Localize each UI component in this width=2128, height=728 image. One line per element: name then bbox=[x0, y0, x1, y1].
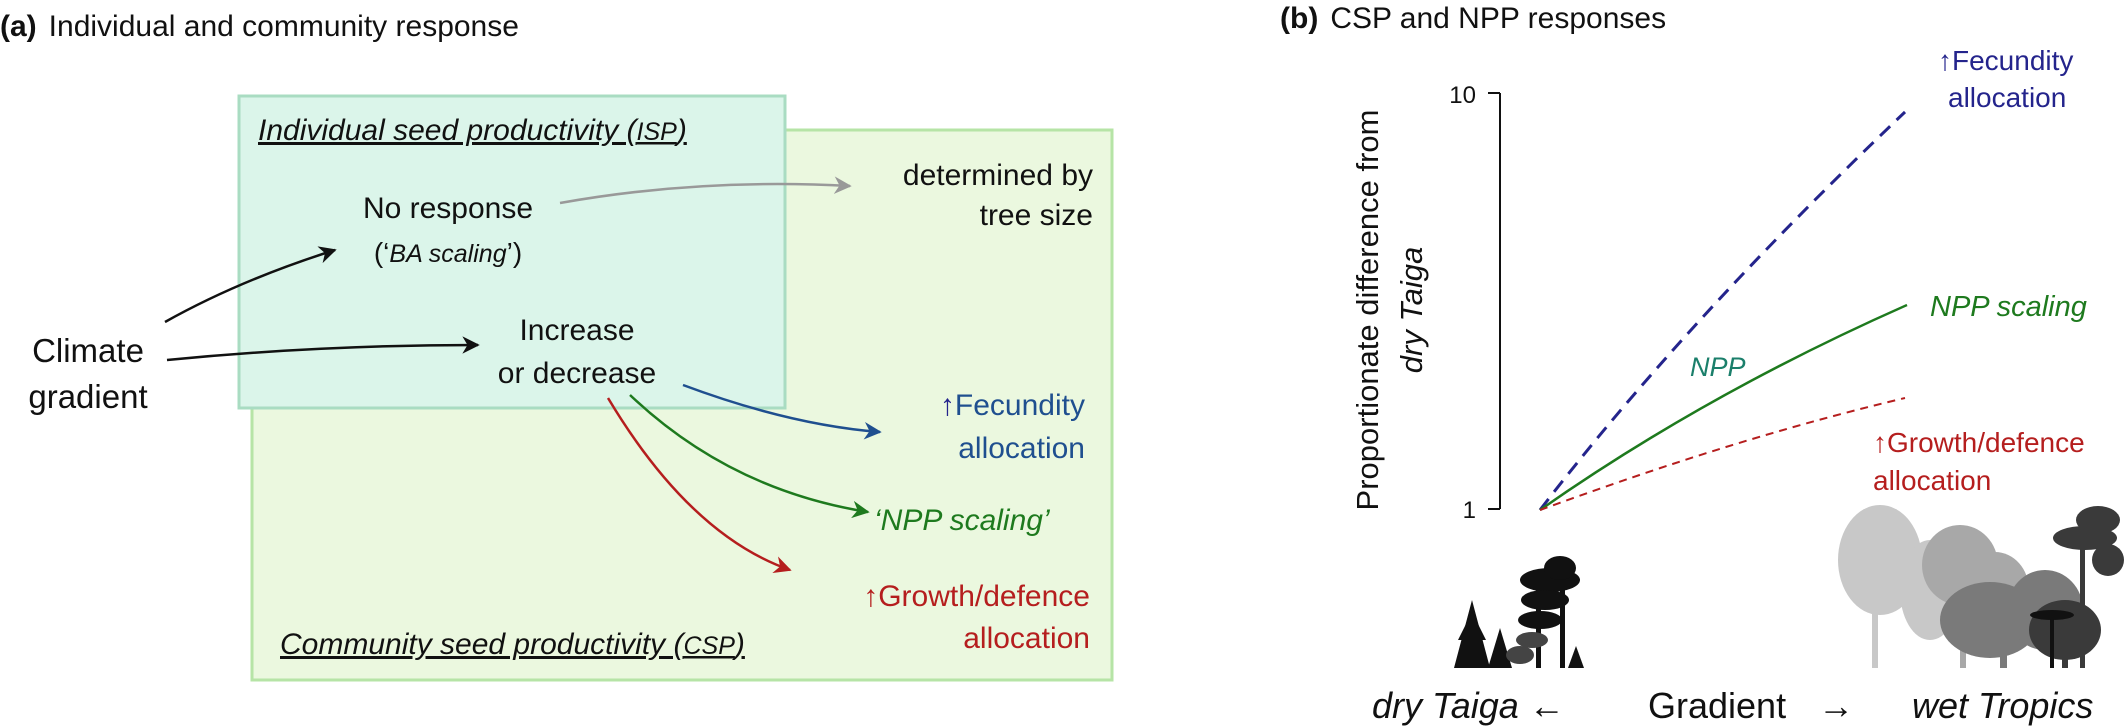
b-fecundity-label-line2: allocation bbox=[1948, 82, 2066, 113]
growth-label-line1: ↑Growth/defence bbox=[863, 580, 1090, 613]
arrow-climate-to-no-response bbox=[164, 246, 337, 324]
panel-a-title: (a)Individual and community response bbox=[0, 10, 519, 43]
x-arrow: → bbox=[1818, 685, 1854, 726]
b-npp-curve-label: NPP bbox=[1690, 352, 1746, 382]
b-fecundity-label-line1: ↑Fecundity bbox=[1938, 45, 2073, 76]
no-response-label: No response bbox=[363, 192, 533, 225]
y-label-line1: Proportionate difference from bbox=[1350, 110, 1385, 511]
isp-title: Individual seed productivity (ISP) bbox=[258, 114, 687, 147]
panel-b: (b)CSP and NPP responses 10 1 Proportion… bbox=[1280, 2, 2124, 726]
b-npp-scaling-label: NPP scaling bbox=[1930, 291, 2087, 323]
determined-label-line1: determined by bbox=[903, 159, 1093, 192]
fecundity-curve bbox=[1538, 110, 1907, 511]
growth-label-line2: allocation bbox=[963, 622, 1090, 655]
taiga-trees-illustration bbox=[1454, 556, 1584, 668]
determined-label-line2: tree size bbox=[980, 199, 1093, 232]
fecundity-label-line2: allocation bbox=[958, 432, 1085, 465]
climate-label-line2: gradient bbox=[28, 378, 147, 415]
npp-scaling-label: ‘NPP scaling’ bbox=[874, 504, 1051, 537]
climate-label-line1: Climate bbox=[32, 332, 144, 369]
y-axis-label: Proportionate difference from dry Taiga bbox=[1350, 110, 1429, 511]
x-right-label: wet Tropics bbox=[1912, 685, 2093, 726]
y-tick-label-1: 1 bbox=[1463, 497, 1476, 524]
arrow-to-npp-scaling bbox=[629, 394, 870, 519]
increase-label-line2: or decrease bbox=[498, 357, 656, 390]
growth-curve bbox=[1539, 397, 1906, 511]
npp-curve bbox=[1539, 303, 1908, 512]
arrow-to-growth bbox=[606, 397, 792, 574]
increase-label-line1: Increase bbox=[519, 314, 634, 347]
arrow-climate-to-increase bbox=[166, 336, 480, 362]
tropics-trees-illustration bbox=[1838, 505, 2124, 668]
panel-b-title: (b)CSP and NPP responses bbox=[1280, 2, 1666, 35]
csp-title: Community seed productivity (CSP) bbox=[280, 628, 745, 661]
y-label-line2: dry Taiga bbox=[1394, 247, 1429, 373]
fecundity-label-line1: ↑Fecundity bbox=[940, 389, 1085, 422]
panel-a: (a)Individual and community response Ind… bbox=[0, 10, 1114, 682]
b-growth-label-line2: allocation bbox=[1873, 465, 1991, 496]
b-growth-label-line1: ↑Growth/defence bbox=[1873, 427, 2085, 458]
arrow-to-fecundity bbox=[682, 383, 882, 440]
y-tick-label-10: 10 bbox=[1449, 82, 1476, 109]
x-mid-label: Gradient bbox=[1648, 685, 1786, 726]
x-left-label: dry Taiga ← bbox=[1372, 685, 1565, 726]
ba-scaling-label: (‘BA scaling’) bbox=[374, 237, 522, 268]
arrow-no-response-to-determined bbox=[559, 176, 852, 205]
